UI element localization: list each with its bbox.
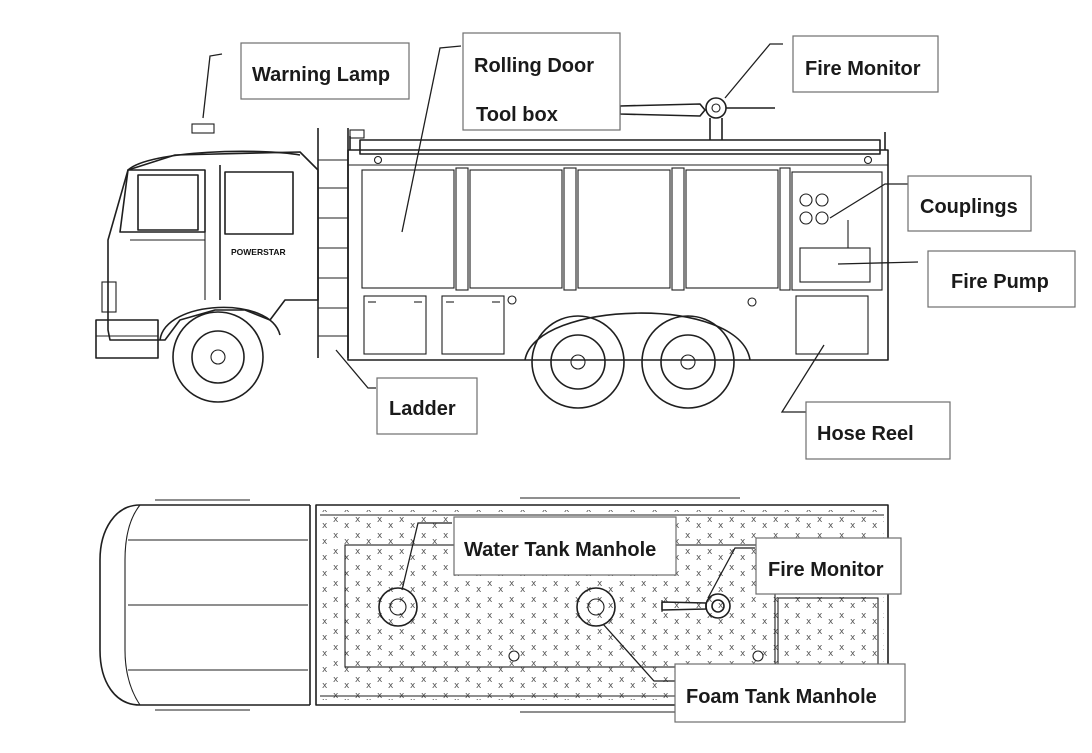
svg-text:Water Tank Manhole: Water Tank Manhole <box>464 539 656 561</box>
label-foam-tank-manhole: Foam Tank Manhole <box>674 663 906 723</box>
top-view: Water Tank Manhole Fire Monitor Foam Tan… <box>99 497 906 723</box>
cab: POWERSTAR <box>95 150 319 359</box>
ladder <box>317 128 349 358</box>
side-view: POWERSTAR <box>95 32 1076 460</box>
top-fire-monitor <box>661 593 731 619</box>
label-warning-lamp: Warning Lamp <box>240 42 410 100</box>
svg-text:Couplings: Couplings <box>920 196 1018 218</box>
svg-text:Hose Reel: Hose Reel <box>817 423 914 445</box>
top-vent-rear <box>752 650 764 662</box>
svg-text:Tool box: Tool box <box>476 104 558 126</box>
front-wheel <box>159 306 281 403</box>
water-tank-manhole <box>378 587 418 627</box>
svg-text:Fire Monitor: Fire Monitor <box>768 559 884 581</box>
label-fire-pump: Fire Pump <box>927 250 1076 308</box>
svg-text:Rolling Door: Rolling Door <box>474 55 594 77</box>
brand-text: POWERSTAR <box>231 247 286 257</box>
label-fire-monitor-side: Fire Monitor <box>792 35 939 93</box>
foam-tank-manhole <box>576 587 616 627</box>
top-leader-lines <box>401 522 755 682</box>
svg-text:Ladder: Ladder <box>389 398 456 420</box>
label-water-tank-manhole: Water Tank Manhole <box>453 516 677 576</box>
hose-reel <box>795 295 869 355</box>
label-couplings: Couplings <box>907 175 1032 232</box>
lower-toolboxes <box>363 295 757 355</box>
label-hose-reel: Hose Reel <box>805 401 951 460</box>
label-rolling-door-tool-box: Rolling Door Tool box <box>462 32 621 131</box>
side-leader-lines <box>202 43 919 413</box>
svg-text:Fire Pump: Fire Pump <box>951 271 1049 293</box>
truck-body <box>347 129 889 361</box>
label-fire-monitor-top: Fire Monitor <box>755 537 902 595</box>
top-cab <box>99 499 311 711</box>
pump-panel <box>791 171 883 355</box>
rear-wheels <box>524 312 751 409</box>
roof-fire-monitor <box>619 97 775 140</box>
label-ladder: Ladder <box>376 377 478 435</box>
svg-text:Warning Lamp: Warning Lamp <box>252 64 390 86</box>
svg-text:Foam Tank Manhole: Foam Tank Manhole <box>686 686 877 708</box>
rolling-doors <box>361 167 791 291</box>
warning-lamp <box>191 123 215 134</box>
svg-text:Fire Monitor: Fire Monitor <box>805 58 921 80</box>
top-vent <box>508 650 520 662</box>
